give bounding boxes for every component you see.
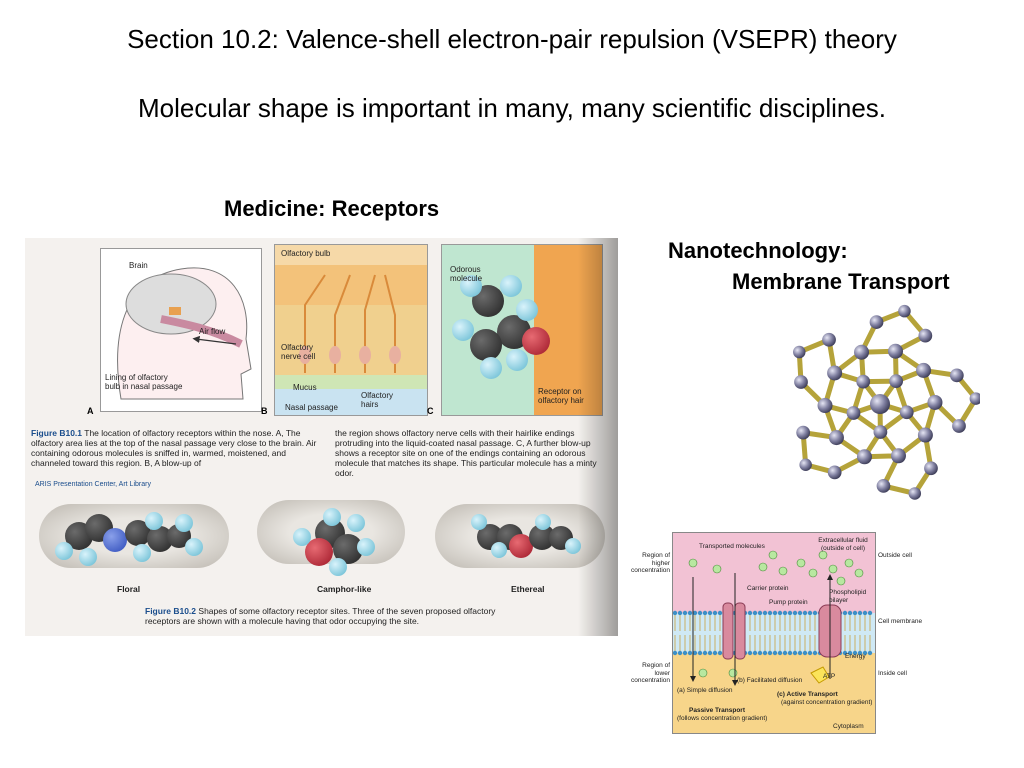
slide-title: Section 10.2: Valence-shell electron-pai… (127, 24, 897, 54)
label-cytoplasm: Cytoplasm (833, 723, 864, 730)
label-passive-sub: (follows concentration gradient) (677, 715, 768, 722)
caption-b10-1-left: Figure B10.1 The location of olfactory r… (31, 428, 321, 468)
medicine-heading: Medicine: Receptors (224, 196, 440, 221)
label-passive: Passive Transport (689, 707, 745, 714)
caption-b10-2-title: Figure B10.2 (145, 606, 197, 616)
label-receptor: Receptor on olfactory hair (538, 387, 584, 405)
caption-b10-2: Figure B10.2 Shapes of some olfactory re… (145, 606, 505, 626)
label-ethereal: Ethereal (511, 584, 545, 594)
label-cell-membrane: Cell membrane (878, 618, 923, 625)
label-brain: Brain (129, 261, 148, 270)
letter-b: B (261, 406, 268, 416)
panel-a-head-diagram: Brain Air flow Lining of olfactory bulb … (100, 248, 262, 412)
label-air-flow: Air flow (199, 327, 226, 336)
label-mucus: Mucus (293, 383, 317, 392)
panel-c-receptor: Odorous molecule Receptor on olfactory h… (441, 244, 603, 416)
label-energy: Energy (845, 653, 866, 660)
membrane-transport-diagram: Transported molecules Extracellular flui… (626, 532, 926, 738)
nerve-cell-illustration (275, 265, 427, 415)
label-inside-cell: Inside cell (878, 670, 907, 677)
label-lining: Lining of olfactory bulb in nasal passag… (105, 373, 183, 391)
label-facilitated: (b) Facilitated diffusion (737, 677, 803, 684)
label-nasal-passage: Nasal passage (285, 403, 338, 412)
letter-a: A (87, 406, 94, 416)
caption-b10-1-right: the region shows olfactory nerve cells w… (335, 428, 597, 478)
label-region-lower: Region of lower concentration (630, 662, 670, 684)
label-olfactory-bulb: Olfactory bulb (281, 249, 331, 258)
buckyball-drawing (793, 304, 983, 500)
label-camphor: Camphor-like (317, 584, 372, 594)
buckyball-image (780, 304, 983, 504)
label-olfactory-hairs: Olfactory hairs (361, 391, 394, 409)
label-extracellular: Extracellular fluid (outside of cell) (818, 537, 868, 552)
head-illustration (117, 267, 252, 400)
aris-credit: ARIS Presentation Center, Art Library (35, 481, 151, 488)
label-floral: Floral (117, 584, 141, 594)
label-pump: Pump protein (769, 599, 808, 606)
label-transported: Transported molecules (699, 543, 765, 550)
letter-c: C (427, 406, 434, 416)
olfactory-figure-image: Brain Air flow Lining of olfactory bulb … (25, 238, 618, 636)
label-active-sub: (against concentration gradient) (781, 699, 873, 706)
caption-b10-2-text: Shapes of some olfactory receptor sites.… (145, 606, 496, 626)
label-simple: (a) Simple diffusion (677, 687, 733, 694)
caption-b10-1-title: Figure B10.1 (31, 428, 83, 438)
label-nerve-cell: Olfactory nerve cell (281, 343, 316, 361)
label-region-higher: Region of higher concentration (630, 552, 670, 574)
panel-b-nerve-cells: Olfactory bulb Olfactory nerve cell Mucu… (274, 244, 428, 416)
label-carrier: Carrier protein (747, 585, 789, 592)
nanotech-heading: Nanotechnology: (668, 238, 848, 263)
label-atp: ATP (823, 673, 836, 680)
label-odorous-molecule: Odorous molecule (450, 265, 483, 283)
caption-b10-1-left-text: The location of olfactory receptors with… (31, 428, 317, 468)
membrane-transport-heading: Membrane Transport (732, 269, 950, 294)
label-active: (c) Active Transport (777, 691, 838, 698)
membrane-svg (673, 550, 873, 686)
label-phospholipid: Phospholipid bilayer (829, 589, 867, 604)
label-outside-cell: Outside cell (878, 552, 912, 559)
slide-subtitle: Molecular shape is important in many, ma… (137, 93, 887, 123)
